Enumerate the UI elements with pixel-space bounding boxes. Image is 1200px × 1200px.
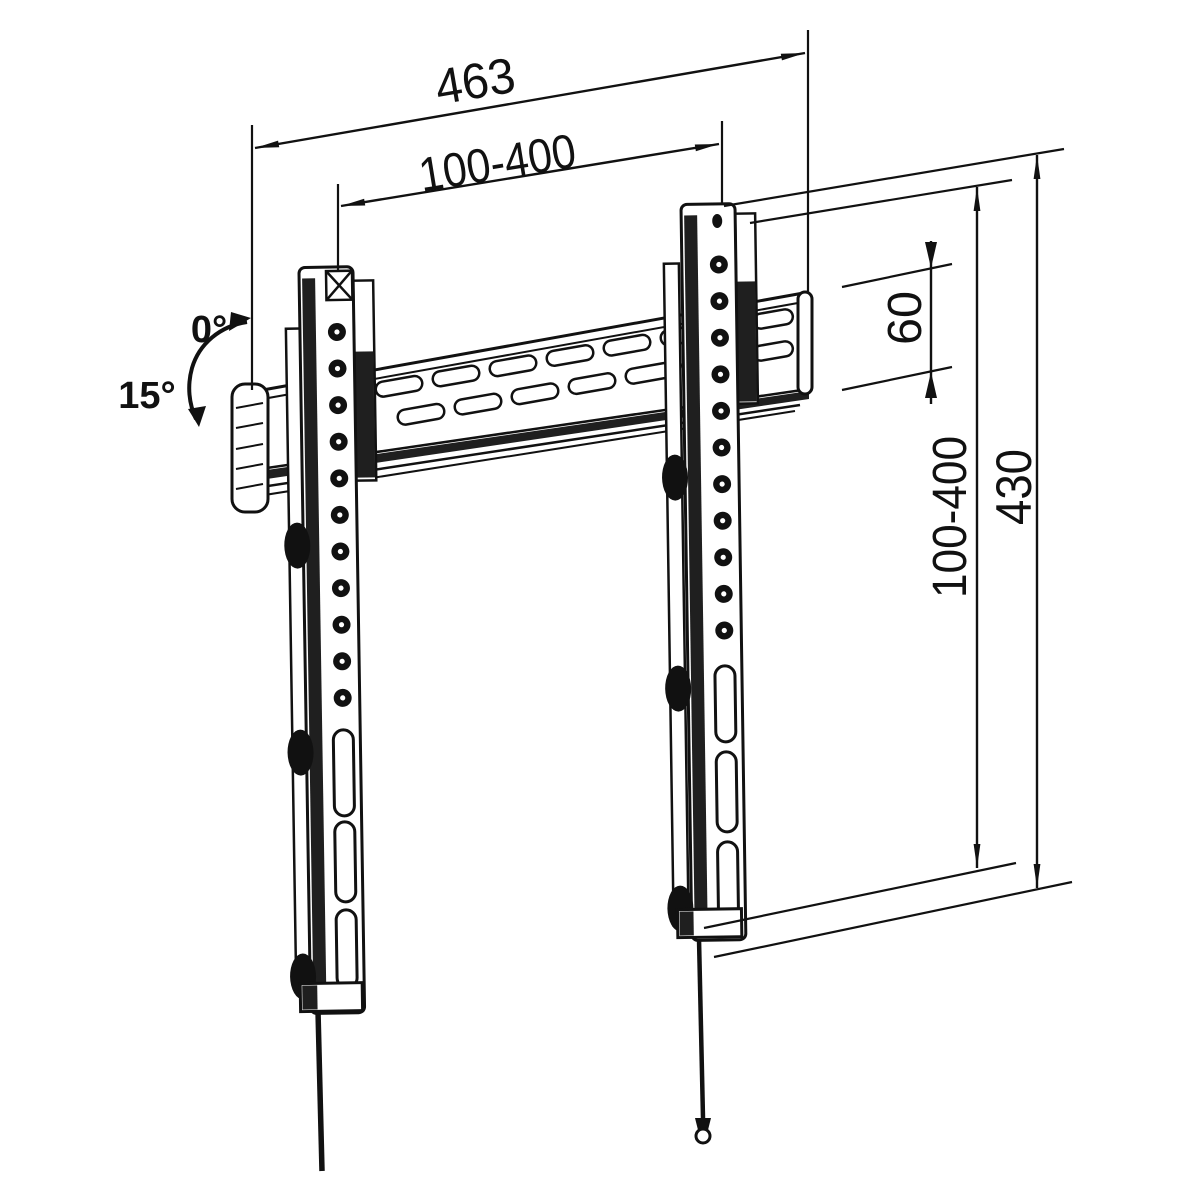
plate-right-end-cap [796, 290, 814, 396]
plate-left-end-cap [230, 382, 270, 514]
right-rail-foot [675, 907, 744, 940]
left-rail-slots [331, 728, 359, 990]
dim-vesa-width: 100-400 [336, 121, 724, 270]
vesa-height-label: 100-400 [924, 436, 977, 598]
right-rail-cord [694, 938, 712, 1145]
left-rail-hole-centers [334, 329, 346, 701]
right-rail-bevel [684, 215, 708, 932]
left-rail-clamps [284, 522, 317, 1000]
dim-plate-height: 60 [841, 241, 953, 404]
tilt-min-label: 0° [191, 309, 227, 351]
right-rail [662, 202, 760, 942]
right-rail-top-keyhole [712, 213, 723, 228]
overall-height-label: 430 [986, 449, 1042, 525]
left-rail-top-screw [324, 269, 354, 302]
left-rail-bevel [302, 278, 327, 1005]
tilt-max-label: 15° [118, 375, 175, 417]
dim-overall-height: 430 [713, 147, 1073, 959]
dim-vesa-height: 100-400 [703, 178, 1017, 930]
vesa-width-label: 100-400 [415, 125, 579, 203]
dim-overall-width: 463 [250, 30, 810, 390]
tilt-angle-annotation: 0° 15° [118, 309, 251, 427]
overall-width-label: 463 [431, 47, 519, 116]
right-rail-hole-centers [716, 261, 727, 634]
cord-pull-tab [695, 1118, 711, 1130]
plate-height-label: 60 [879, 291, 932, 345]
cord-pull-ring [694, 1127, 712, 1145]
left-rail-foot [298, 981, 365, 1014]
left-rail-cord [315, 1010, 325, 1172]
tilt-arc-arrow [187, 320, 248, 420]
right-rail-slots [713, 664, 740, 920]
left-rail [284, 265, 378, 1015]
